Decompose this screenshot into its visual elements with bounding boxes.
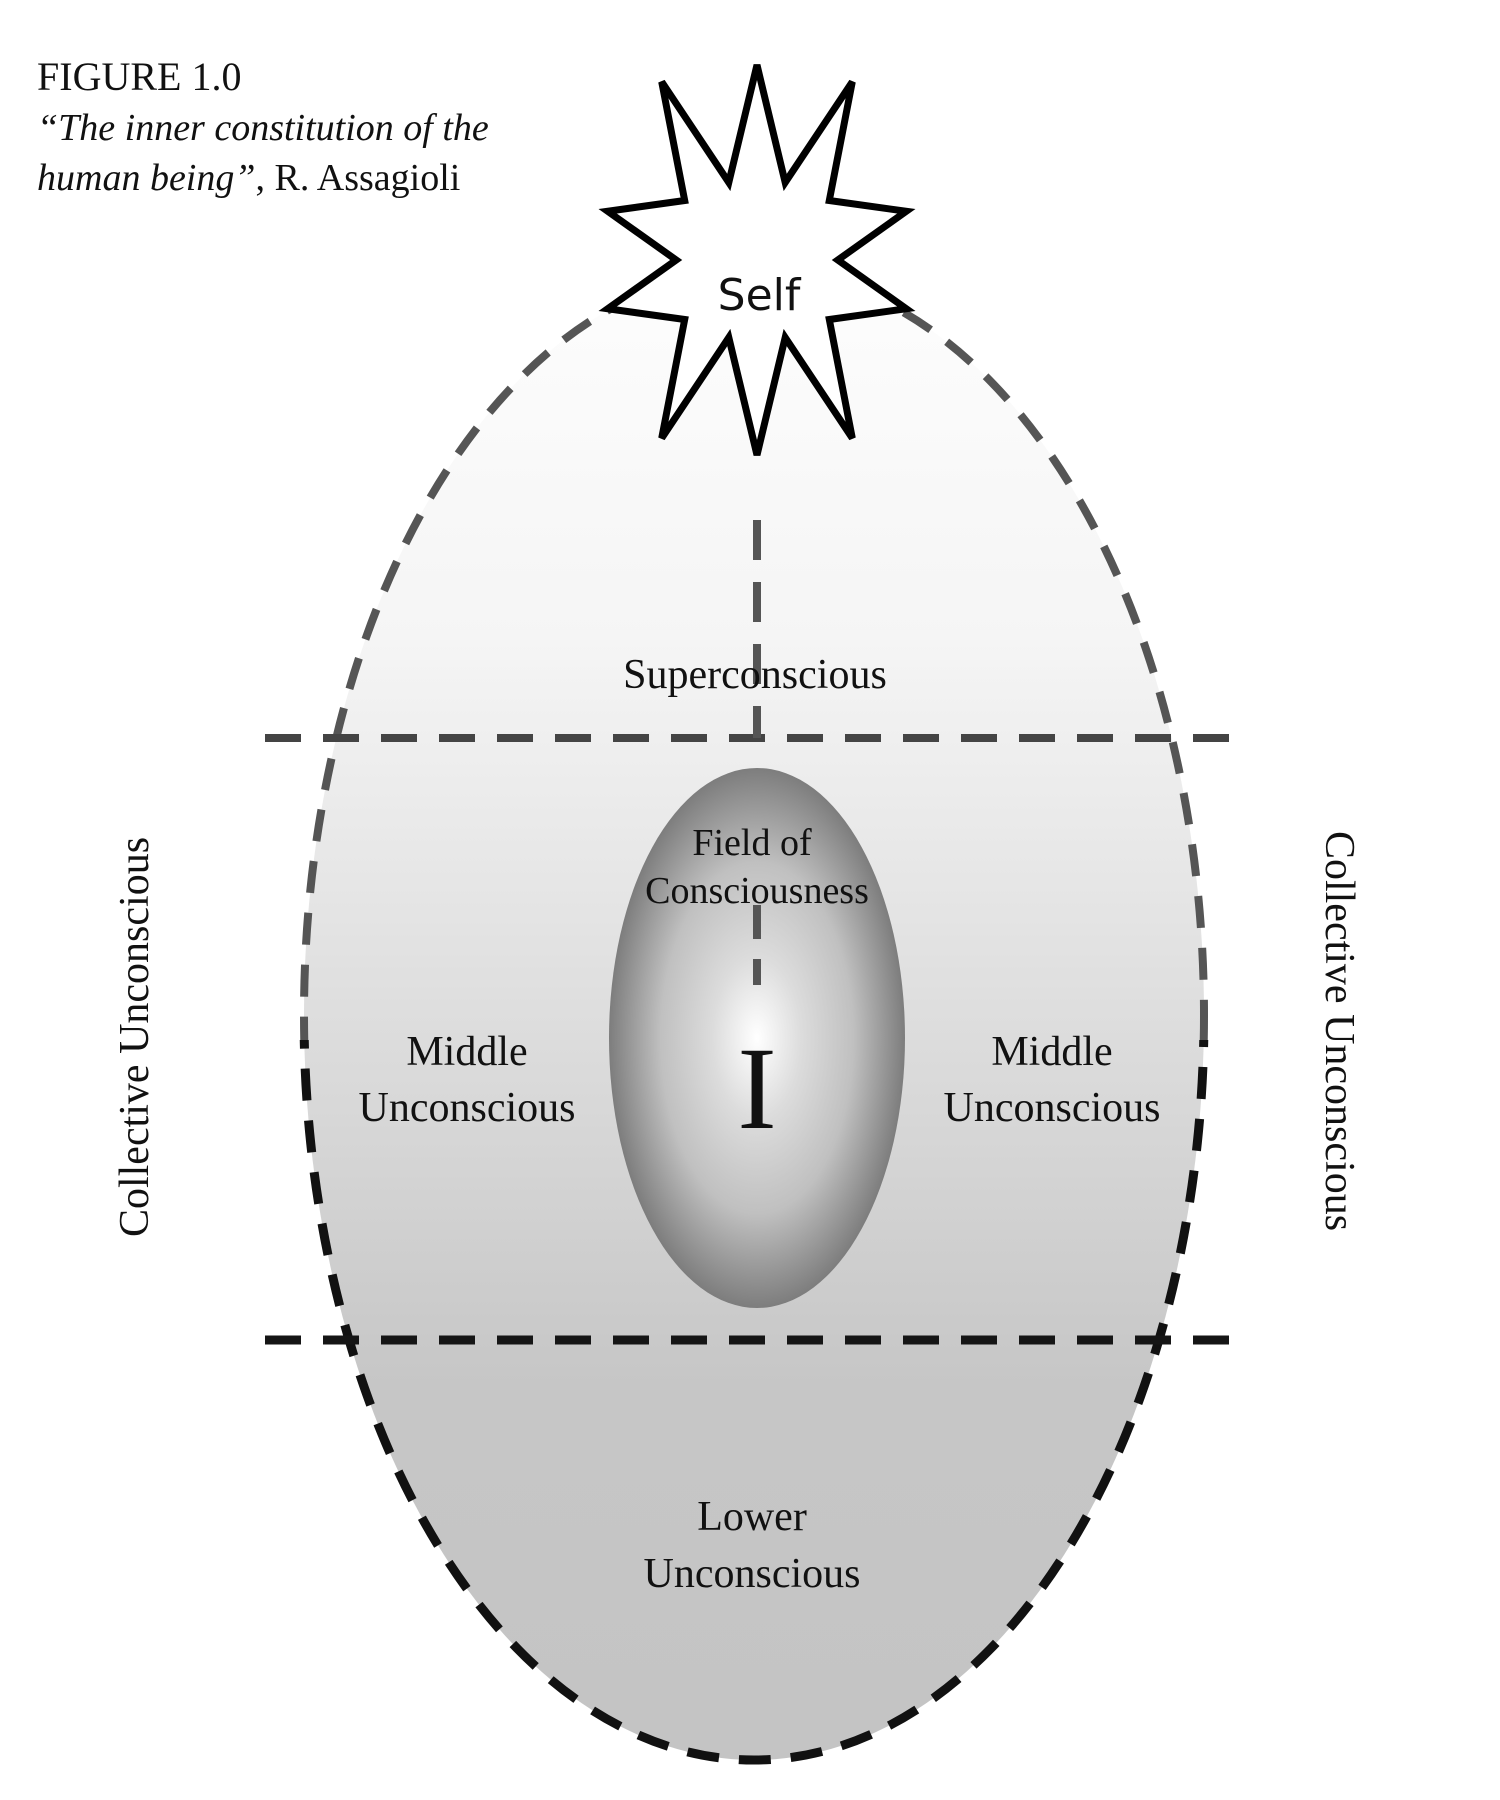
superconscious-label: Superconscious — [623, 652, 887, 698]
field-label-line2: Consciousness — [645, 870, 869, 912]
figure-title-author: , R. Assagioli — [256, 157, 461, 199]
figure-title-line2: human being”, R. Assagioli — [37, 157, 460, 199]
middle-left-line1: Middle — [406, 1029, 527, 1075]
lower-label-line2: Unconscious — [644, 1551, 861, 1597]
self-star-icon — [598, 64, 916, 456]
middle-left-line2: Unconscious — [359, 1085, 576, 1131]
egg-outline-upper — [300, 266, 1208, 1040]
figure-title-italic: human being” — [37, 157, 256, 199]
self-label: Self — [718, 270, 802, 321]
field-of-consciousness — [609, 768, 905, 1308]
middle-right-line1: Middle — [991, 1029, 1112, 1075]
collective-left-label: Collective Unconscious — [112, 837, 158, 1237]
field-label-line1: Field of — [692, 822, 812, 864]
egg-outline-lower — [299, 1040, 1209, 1765]
lower-label-line1: Lower — [697, 1494, 807, 1540]
collective-right-label: Collective Unconscious — [1316, 831, 1362, 1231]
figure-title-line1: “The inner constitution of the — [37, 107, 489, 149]
figure-label: FIGURE 1.0 — [37, 54, 241, 99]
i-label: I — [737, 1023, 776, 1154]
middle-right-line2: Unconscious — [944, 1085, 1161, 1131]
